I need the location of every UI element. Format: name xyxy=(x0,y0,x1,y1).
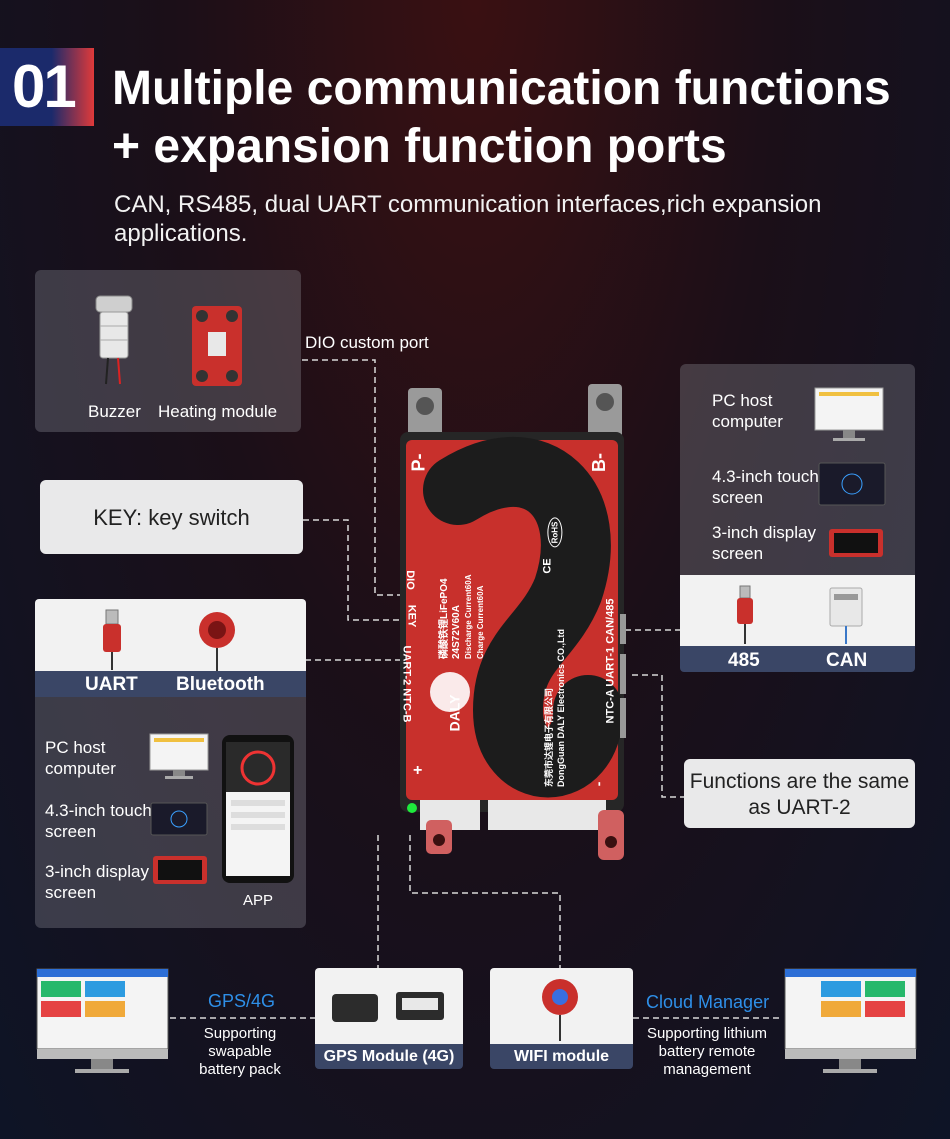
can-485-bar xyxy=(680,646,915,672)
number-badge xyxy=(0,48,94,126)
right-display-screen-icon xyxy=(829,529,883,557)
gps-desc: Supporting swapable battery pack xyxy=(199,1025,281,1078)
company-name: 东莞市达锂电子有限公司 DongGuan DALY Electronics CO… xyxy=(544,628,566,787)
plus-label: + xyxy=(413,762,423,779)
uart1-note-label: Functions are the same as UART-2 xyxy=(689,770,910,819)
bms-spec: 磷酸铁锂LiFePO4 24S72V60A Discharge Current6… xyxy=(439,574,485,659)
pc-monitor-icon xyxy=(149,733,209,779)
cloud-manager-title: Cloud Manager xyxy=(646,992,770,1012)
touch-screen-icon xyxy=(150,802,208,836)
phone-app-icon xyxy=(222,735,294,883)
wifi-module-label: WIFI module xyxy=(490,1044,633,1069)
cloud-desc: Supporting lithium battery remote manage… xyxy=(646,1025,768,1078)
gps-module-label: GPS Module (4G) xyxy=(315,1044,463,1069)
can-label: CAN xyxy=(826,650,868,671)
buzzer-icon xyxy=(95,295,133,385)
uart2-port: UART-2 NTC-B xyxy=(400,645,413,723)
uart1-note-panel xyxy=(684,759,915,828)
buzzer-label: Buzzer xyxy=(88,402,141,421)
page-subtitle: CAN, RS485, dual UART communication inte… xyxy=(114,191,822,247)
usb-485-icon xyxy=(737,585,753,644)
minus-label: - xyxy=(592,781,609,787)
right-display-label: 3-inch display screen xyxy=(712,523,816,563)
p-minus-label: P- xyxy=(408,453,429,472)
usb-uart-icon xyxy=(103,609,121,670)
right-pc-label: PC host computer xyxy=(712,391,783,431)
ce-mark: CE xyxy=(541,558,554,574)
gps-module-icon xyxy=(332,992,444,1022)
wifi-module-icon xyxy=(542,979,578,1041)
gps-dashboard-monitor-icon xyxy=(36,968,169,1073)
section-number: 01 xyxy=(12,53,77,120)
cloud-dashboard-monitor-icon xyxy=(784,968,917,1073)
display-screen-icon xyxy=(153,856,207,884)
page-title: Multiple communication functions + expan… xyxy=(112,62,891,173)
right-pc-monitor-icon xyxy=(814,387,884,441)
b-minus-label: B- xyxy=(589,453,609,472)
uart-label: UART xyxy=(85,674,138,695)
app-label: APP xyxy=(243,892,274,909)
gps-4g-title: GPS/4G xyxy=(208,991,276,1011)
rs485-label: 485 xyxy=(728,650,760,671)
right-touch-screen-icon xyxy=(818,462,886,506)
dio-port: DIO xyxy=(403,570,416,590)
heating-module-label: Heating module xyxy=(158,402,278,421)
dio-accessories-panel xyxy=(35,270,301,432)
uart1-can-port: NTC-A UART-1 CAN/485 xyxy=(604,598,617,724)
key-switch-label: KEY: key switch xyxy=(93,505,250,530)
uart-display-label: 3-inch display screen xyxy=(45,862,149,902)
bms-board xyxy=(400,384,626,860)
uart-touch-label: 4.3-inch touch screen xyxy=(45,801,152,841)
key-port: KEY xyxy=(405,604,418,628)
daly-brand: DALY xyxy=(446,694,463,732)
key-switch-panel xyxy=(40,480,303,554)
right-touch-label: 4.3-inch touch screen xyxy=(712,467,819,507)
dio-port-label: DIO custom port xyxy=(305,333,429,352)
heating-module-icon xyxy=(192,306,242,386)
bluetooth-module-icon xyxy=(199,612,235,672)
rohs-mark: RoHS xyxy=(547,517,563,548)
can-adapter-icon xyxy=(829,587,863,644)
bluetooth-label: Bluetooth xyxy=(176,674,265,695)
can-485-panel xyxy=(680,575,915,647)
uart-bluetooth-bar xyxy=(35,671,306,697)
uart-pc-label: PC host computer xyxy=(45,738,116,778)
